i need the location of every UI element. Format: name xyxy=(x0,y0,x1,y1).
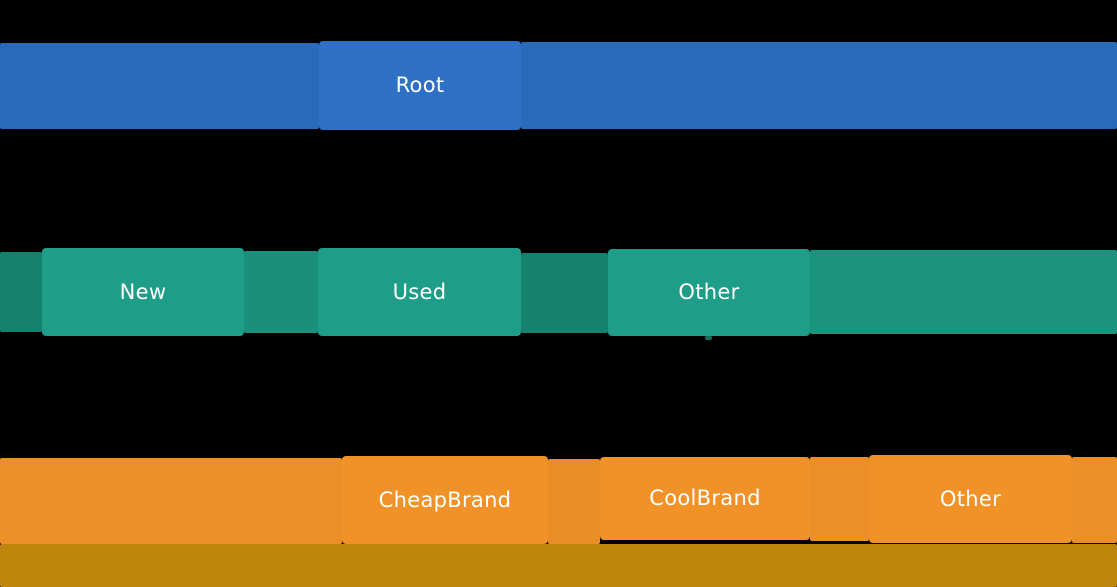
icicle-filler-teal-mid1[interactable] xyxy=(244,251,318,333)
icicle-filler-teal-mid2[interactable] xyxy=(521,253,608,333)
icicle-segment-root[interactable]: Root xyxy=(319,41,521,130)
icicle-notch-teal[interactable] xyxy=(705,336,712,340)
icicle-segment-new[interactable]: New xyxy=(42,248,244,336)
segment-label: CoolBrand xyxy=(649,486,761,510)
segment-label: New xyxy=(119,279,167,304)
icicle-filler-orange-mid1[interactable] xyxy=(548,459,600,544)
icicle-segment-used[interactable]: Used xyxy=(318,248,521,336)
icicle-filler-teal-left[interactable] xyxy=(0,252,42,332)
icicle-segment-coolbrand[interactable]: CoolBrand xyxy=(600,457,810,540)
icicle-filler-orange-right[interactable] xyxy=(1072,457,1117,543)
icicle-segment-cheapbrand[interactable]: CheapBrand xyxy=(342,456,548,544)
segment-label: Other xyxy=(678,280,740,304)
icicle-filler-orange-left[interactable] xyxy=(0,458,342,544)
icicle-filler-root-right[interactable] xyxy=(521,42,1117,129)
icicle-segment-other-teal[interactable]: Other xyxy=(608,249,810,336)
icicle-segment-other-orange[interactable]: Other xyxy=(869,455,1072,543)
icicle-filler-teal-right[interactable] xyxy=(810,250,1117,334)
icicle-leaf-strip[interactable] xyxy=(0,544,1117,587)
segment-label: CheapBrand xyxy=(378,487,512,512)
segment-label: Other xyxy=(939,486,1002,511)
segment-label: Used xyxy=(392,279,447,304)
icicle-filler-orange-mid2[interactable] xyxy=(810,457,869,541)
icicle-filler-root-left[interactable] xyxy=(0,43,319,129)
segment-label: Root xyxy=(395,73,445,97)
